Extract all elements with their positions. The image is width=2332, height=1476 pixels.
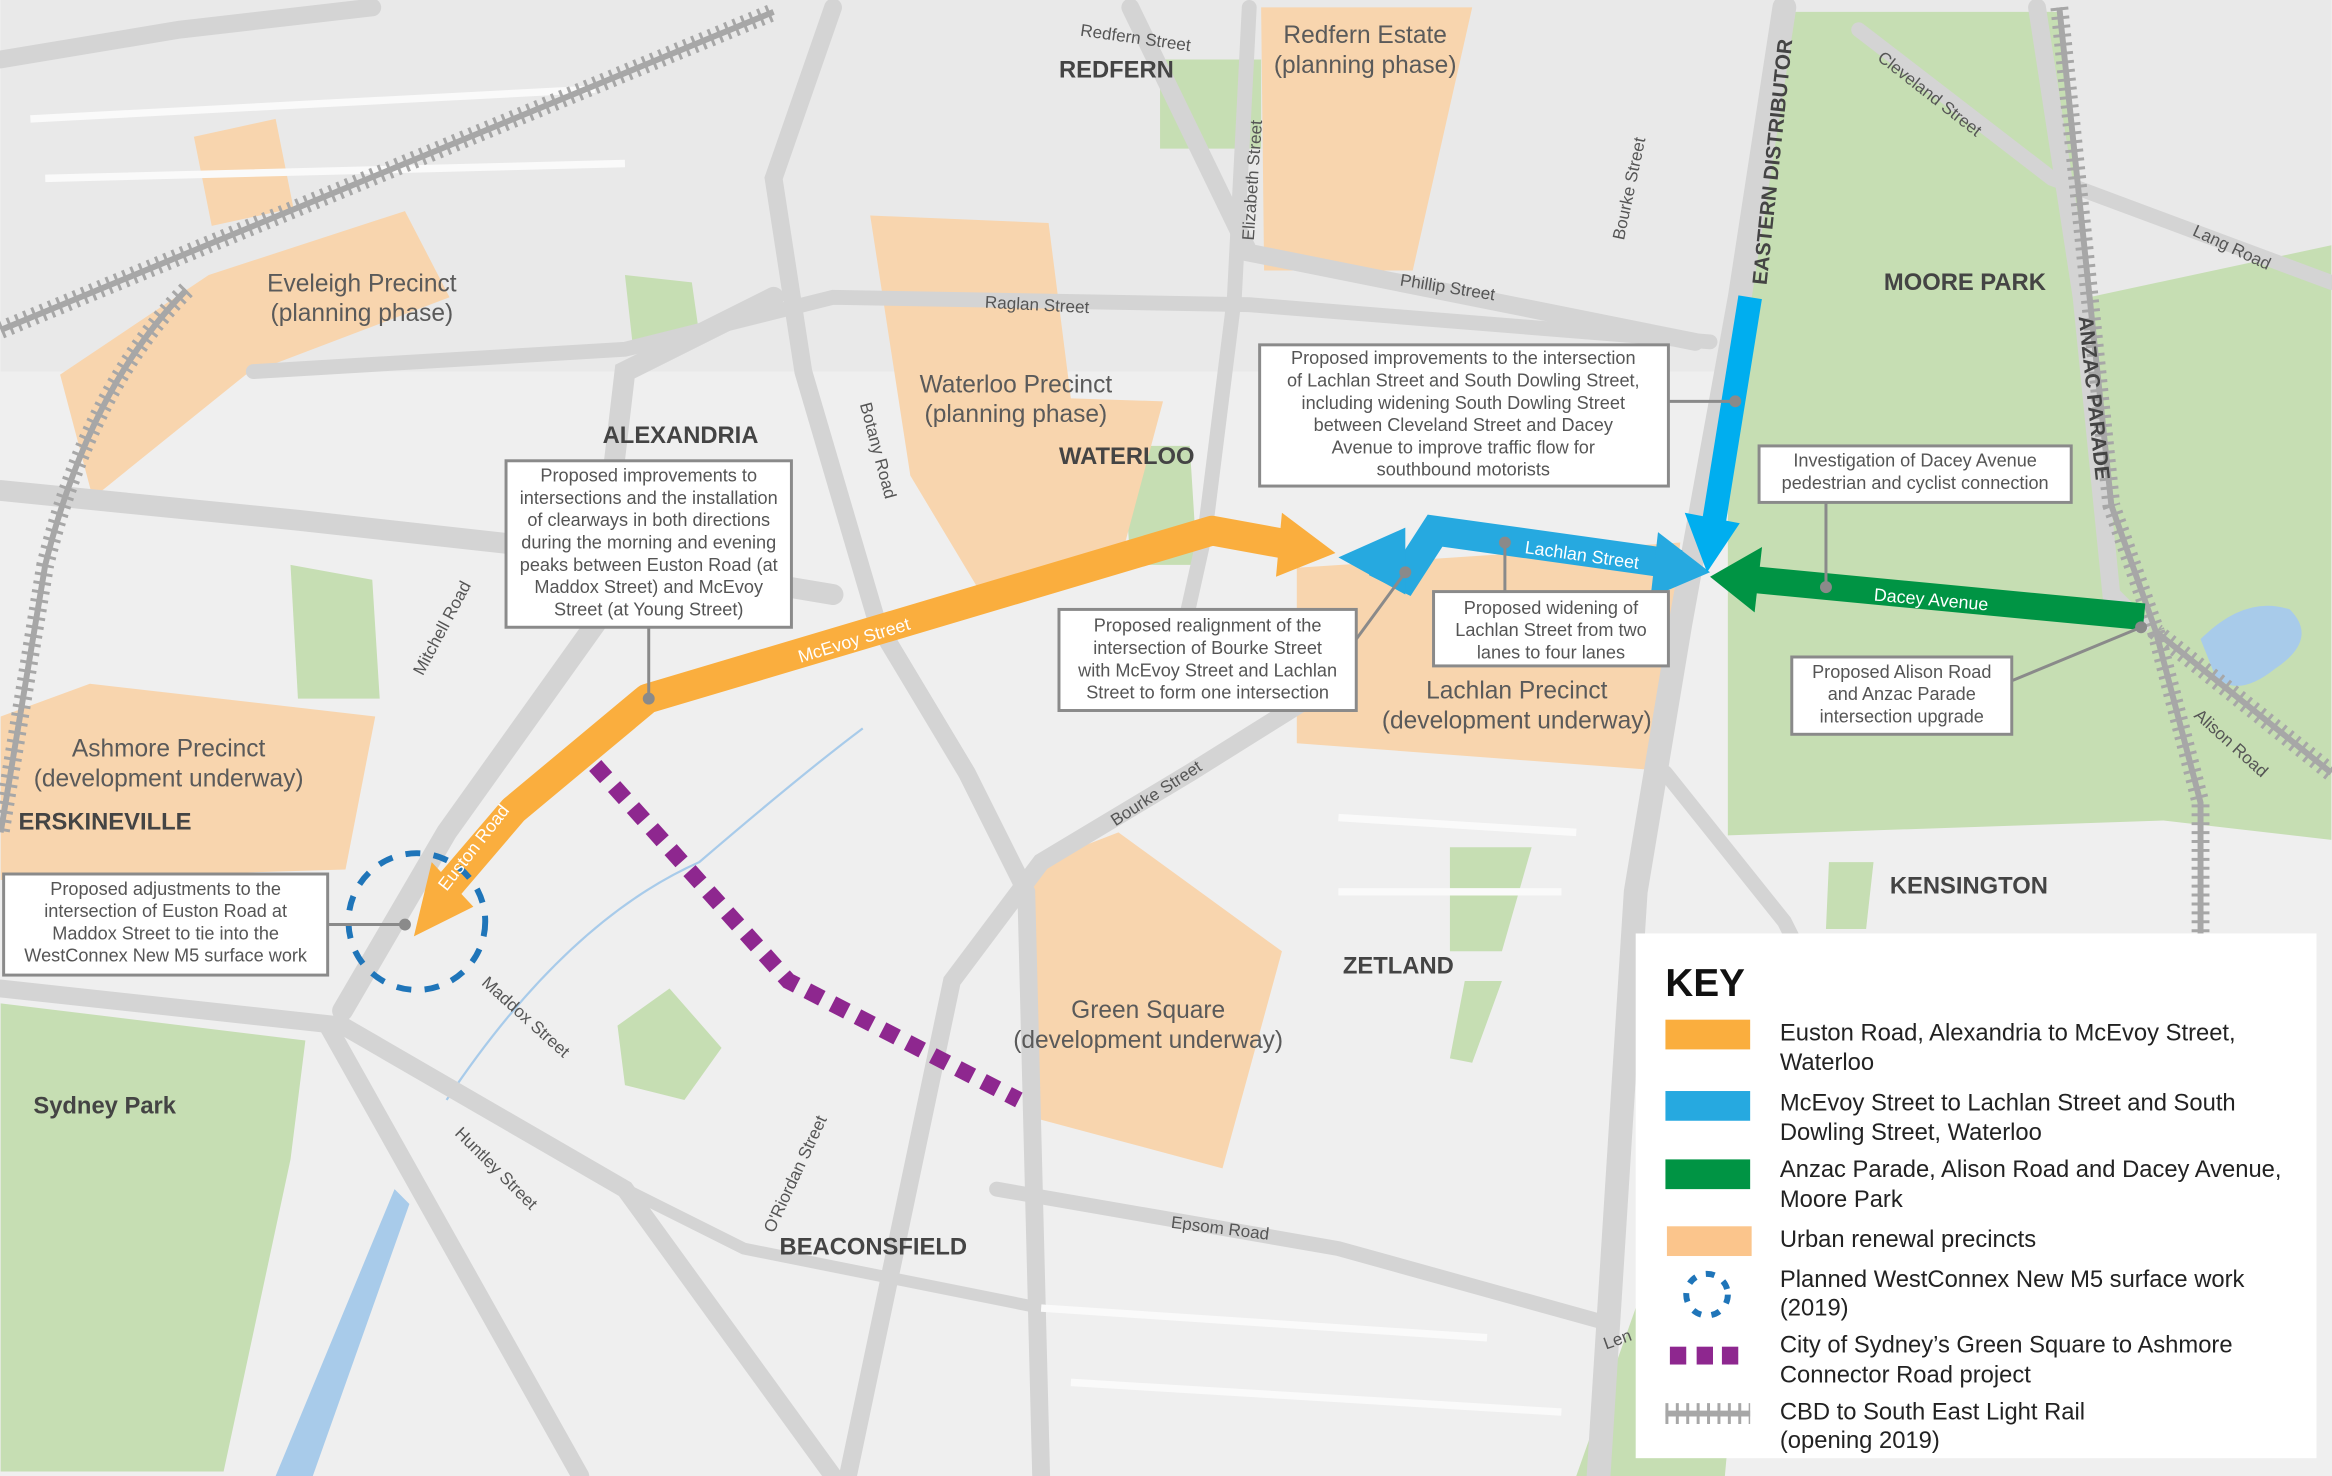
ashmore-area — [0, 683, 376, 880]
area-label-beaconsfield: BEACONSFIELD — [780, 1234, 968, 1261]
key-title: KEY — [1665, 962, 1745, 1005]
green-swatch-icon — [1665, 1159, 1751, 1190]
arrow-head — [1650, 532, 1711, 598]
waterloo-area — [870, 215, 1164, 595]
park — [617, 988, 722, 1100]
redfern-estate-area — [1261, 7, 1473, 271]
connector-road-project — [589, 760, 1023, 1108]
key-item-label: Urban renewal precincts — [1780, 1226, 2036, 1253]
arrow-head — [413, 862, 474, 937]
arrow-head — [1338, 527, 1406, 595]
area-label-redfern: REDFERN — [1059, 56, 1174, 83]
creek — [275, 1189, 410, 1476]
park — [290, 564, 380, 699]
eveleigh-area — [60, 211, 450, 498]
light-rail-lines — [0, 3, 2332, 967]
precinct-label-waterloo: Waterloo Precinct(planning phase) — [920, 371, 1113, 428]
map-key: KEY Euston Road, Alexandria to McEvoy St… — [1635, 933, 2317, 1459]
park — [1449, 847, 1532, 952]
dashed-circle-icon — [1683, 1270, 1731, 1319]
area-label-moore-park: MOORE PARK — [1884, 269, 2046, 296]
area-label-kensington: KENSINGTON — [1890, 872, 2048, 899]
sydney-park — [0, 1003, 306, 1472]
lake — [2200, 605, 2302, 686]
parks — [0, 11, 2332, 1476]
precinct-label-green-square: Green Square(development underway) — [1013, 997, 1283, 1054]
key-item-label: Anzac Parade, Alison Road and Dacey Aven… — [1780, 1156, 2282, 1213]
park — [1825, 862, 1874, 930]
area-label-erskineville: ERSKINEVILLE — [18, 808, 191, 835]
precinct-swatch-icon — [1666, 1226, 1752, 1257]
key-item-label: CBD to South East Light Rail(opening 201… — [1780, 1399, 2085, 1454]
arrow-head — [1710, 546, 1763, 613]
orange-swatch-icon — [1665, 1019, 1751, 1050]
precinct-label-lachlan: Lachlan Precinct(development underway) — [1382, 678, 1652, 735]
key-item-label: Planned WestConnex New M5 surface work(2… — [1780, 1266, 2245, 1321]
arrow-head — [1275, 512, 1336, 577]
westconnex-surface-work — [345, 850, 489, 993]
canal — [445, 727, 864, 1101]
green-square-area — [1033, 832, 1282, 1169]
precinct-label-eveleigh: Eveleigh Precinct(planning phase) — [267, 270, 457, 327]
park — [624, 274, 700, 342]
key-item-label: Euston Road, Alexandria to McEvoy Street… — [1780, 1019, 2236, 1076]
precinct-label-redfern: Redfern Estate(planning phase) — [1274, 22, 1457, 79]
green-route — [1710, 546, 2146, 631]
precinct-label-ashmore: Ashmore Precinct(development underway) — [34, 736, 304, 793]
area-label-waterloo: WATERLOO — [1059, 443, 1195, 470]
area-label-alexandria: ALEXANDRIA — [603, 422, 759, 449]
area-label-sydney-park: Sydney Park — [33, 1092, 176, 1119]
arrow-head — [1684, 512, 1740, 573]
callout-dowling: Proposed improvements to the intersectio… — [1258, 343, 1742, 488]
park — [1449, 981, 1502, 1063]
blue-route — [1338, 295, 1762, 598]
key-item-label: McEvoy Street to Lachlan Street and Sout… — [1780, 1089, 2236, 1146]
svg-text:Proposed improvements to the i: Proposed improvements to the intersectio… — [1287, 348, 1640, 479]
purple-dots-icon — [1669, 1346, 1739, 1365]
key-item-label: City of Sydney’s Green Square to Ashmore… — [1780, 1332, 2233, 1389]
blue-swatch-icon — [1665, 1091, 1751, 1121]
moore-park — [1727, 11, 2332, 840]
area-label-zetland: ZETLAND — [1343, 953, 1454, 980]
